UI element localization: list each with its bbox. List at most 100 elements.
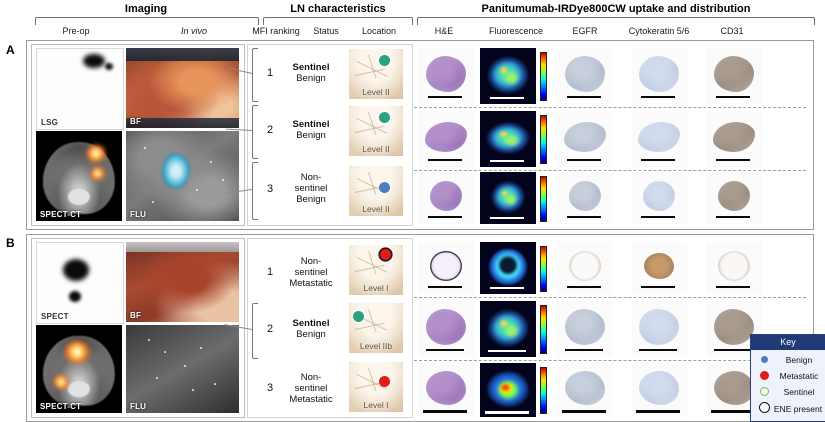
panel-b-row-1-fluorescence — [480, 242, 536, 294]
scale-bar — [641, 95, 675, 98]
scale-bar — [716, 158, 750, 161]
column-header-cytokeratin: Cytokeratin 5/6 — [628, 26, 690, 36]
panel-a-row-1-bracket — [252, 48, 258, 102]
fluorescence-tissue — [487, 55, 529, 94]
panel-a-preop-lsg-label: LSG — [41, 118, 59, 127]
panel-b-preop-spect: SPECT — [36, 242, 124, 324]
panel-a-invivo-bf-label: BF — [130, 117, 142, 126]
spect-hotspot-2 — [90, 167, 105, 180]
panel-a-row-3-location: Level II — [349, 166, 403, 216]
panel-b-row-1-status-line2: Metastatic — [289, 278, 333, 289]
scale-bar — [639, 348, 677, 351]
panel-a-row-3-bracket — [252, 162, 258, 220]
fluorescence-tissue — [487, 308, 529, 347]
hne-tissue — [430, 180, 462, 211]
panel-a-row-3-cytokeratin — [631, 172, 687, 224]
scale-bar — [567, 95, 601, 98]
panel-b-row-1-hne — [418, 242, 474, 294]
lsg-hotspot-primary — [83, 54, 105, 68]
panel-a-row-3-colorbar — [540, 176, 547, 222]
panel-a-row-1-colorbar — [540, 52, 547, 101]
scale-bar — [562, 410, 606, 413]
panel-b-preop-spect-ct-label: SPECT-CT — [40, 402, 82, 411]
panel-a-preop-spect-ct: SPECT-CT — [36, 131, 122, 221]
panel-b-row-2-fluorescence — [480, 301, 536, 357]
bracket-uptake — [417, 17, 815, 25]
panel-a-row-3-status-line1: Non-sentinel — [294, 172, 328, 194]
fluorescence-tissue — [491, 180, 525, 213]
fluorescence-tissue — [486, 121, 530, 154]
panel-b-row-1-status-line1: Non-sentinel — [294, 256, 328, 278]
panel-a-row-3-status: Non-sentinel Benign — [283, 172, 339, 205]
egfr-tissue — [569, 180, 601, 211]
panel-b-row-separator-2 — [414, 360, 806, 361]
panel-b-row-2-node-marker — [353, 311, 364, 322]
key-marker-sentinel — [760, 387, 769, 396]
panel-a-row-2-status: Sentinel Benign — [283, 119, 339, 141]
panel-a-row-3-location-label: Level II — [362, 204, 390, 214]
panel-b-row-3-location: Level I — [349, 362, 403, 412]
panel-b-preop-spect-label: SPECT — [41, 312, 69, 321]
panel-a-row-3-cd31 — [706, 172, 762, 224]
key-marker-benign — [761, 356, 768, 363]
scale-bar — [426, 348, 464, 351]
panel-b-row-3-status-line1: Non-sentinel — [294, 372, 328, 394]
scale-bar — [641, 215, 675, 218]
bracket-imaging — [35, 17, 259, 25]
cytokeratin-tissue — [644, 252, 674, 279]
hne-tissue — [426, 370, 466, 405]
panel-b-invivo-bf: BF — [126, 242, 239, 322]
panel-a-row-1-node-marker — [379, 55, 390, 66]
panel-b-row-2-bracket — [252, 303, 258, 359]
panel-a-row-2-node-marker — [379, 112, 390, 123]
column-header-egfr: EGFR — [572, 26, 598, 36]
panel-b-row-3-rank: 3 — [266, 382, 274, 394]
key-title: Key — [751, 335, 825, 350]
panel-a-invivo-flu: FLU — [126, 131, 239, 221]
key-marker-ene — [759, 402, 770, 413]
scale-bar — [716, 215, 750, 218]
panel-a-row-2-colorbar — [540, 115, 547, 164]
panel-a-row-1-cd31 — [706, 48, 762, 104]
scale-bar — [488, 349, 526, 352]
scale-bar — [428, 95, 462, 98]
egfr-tissue — [565, 55, 605, 92]
fluorescence-tissue — [489, 248, 527, 285]
panel-b-row-2-rank: 2 — [266, 323, 274, 335]
panel-a-row-2-status-line2: Benign — [296, 130, 326, 141]
key-label-ene: ENE present — [773, 404, 823, 414]
column-header-location: Location — [361, 26, 397, 36]
cytokeratin-tissue — [639, 370, 679, 405]
key-label-metastatic: Metastatic — [779, 371, 819, 381]
panel-b-invivo-flu: FLU — [126, 325, 239, 413]
key-label-sentinel: Sentinel — [783, 387, 815, 397]
panel-a-row-1-hne — [418, 48, 474, 104]
scale-bar — [641, 285, 675, 288]
ct-vertebra — [67, 381, 91, 398]
panel-a-row-2-egfr — [557, 111, 613, 167]
panel-b-row-3-fluorescence — [480, 363, 536, 417]
panel-a-row-2-location-label: Level II — [362, 144, 390, 154]
panel-b-row-separator-1 — [414, 297, 806, 298]
panel-a-row-2-bracket — [252, 105, 258, 159]
panel-b-row-2-status: Sentinel Benign — [283, 318, 339, 340]
column-header-invivo-text: In vivo — [180, 26, 207, 36]
panel-a-row-2-rank: 2 — [266, 124, 274, 136]
panel-b-row-3-colorbar — [540, 367, 547, 414]
column-header-status: Status — [313, 26, 339, 36]
panel-b-row-2-status-line2: Benign — [296, 329, 326, 340]
panel-b-row-3-cytokeratin — [631, 363, 687, 417]
panel-b-row-3-node-marker — [379, 376, 390, 387]
surgical-drape-top — [126, 48, 239, 61]
panel-a-row-1-status-line1: Sentinel — [292, 62, 330, 73]
panel-a-row-1-fluorescence — [480, 48, 536, 104]
fluorescent-node — [162, 153, 190, 189]
key-marker-metastatic — [760, 371, 769, 380]
cd31-tissue — [714, 55, 754, 92]
panel-a-row-2-hne — [418, 111, 474, 167]
cd31-tissue — [718, 180, 750, 211]
column-header-invivo: In vivo — [148, 26, 240, 36]
group-title-ln-characteristics: LN characteristics — [290, 3, 386, 15]
scale-bar — [567, 158, 601, 161]
panel-b-invivo-bf-label: BF — [130, 311, 142, 320]
